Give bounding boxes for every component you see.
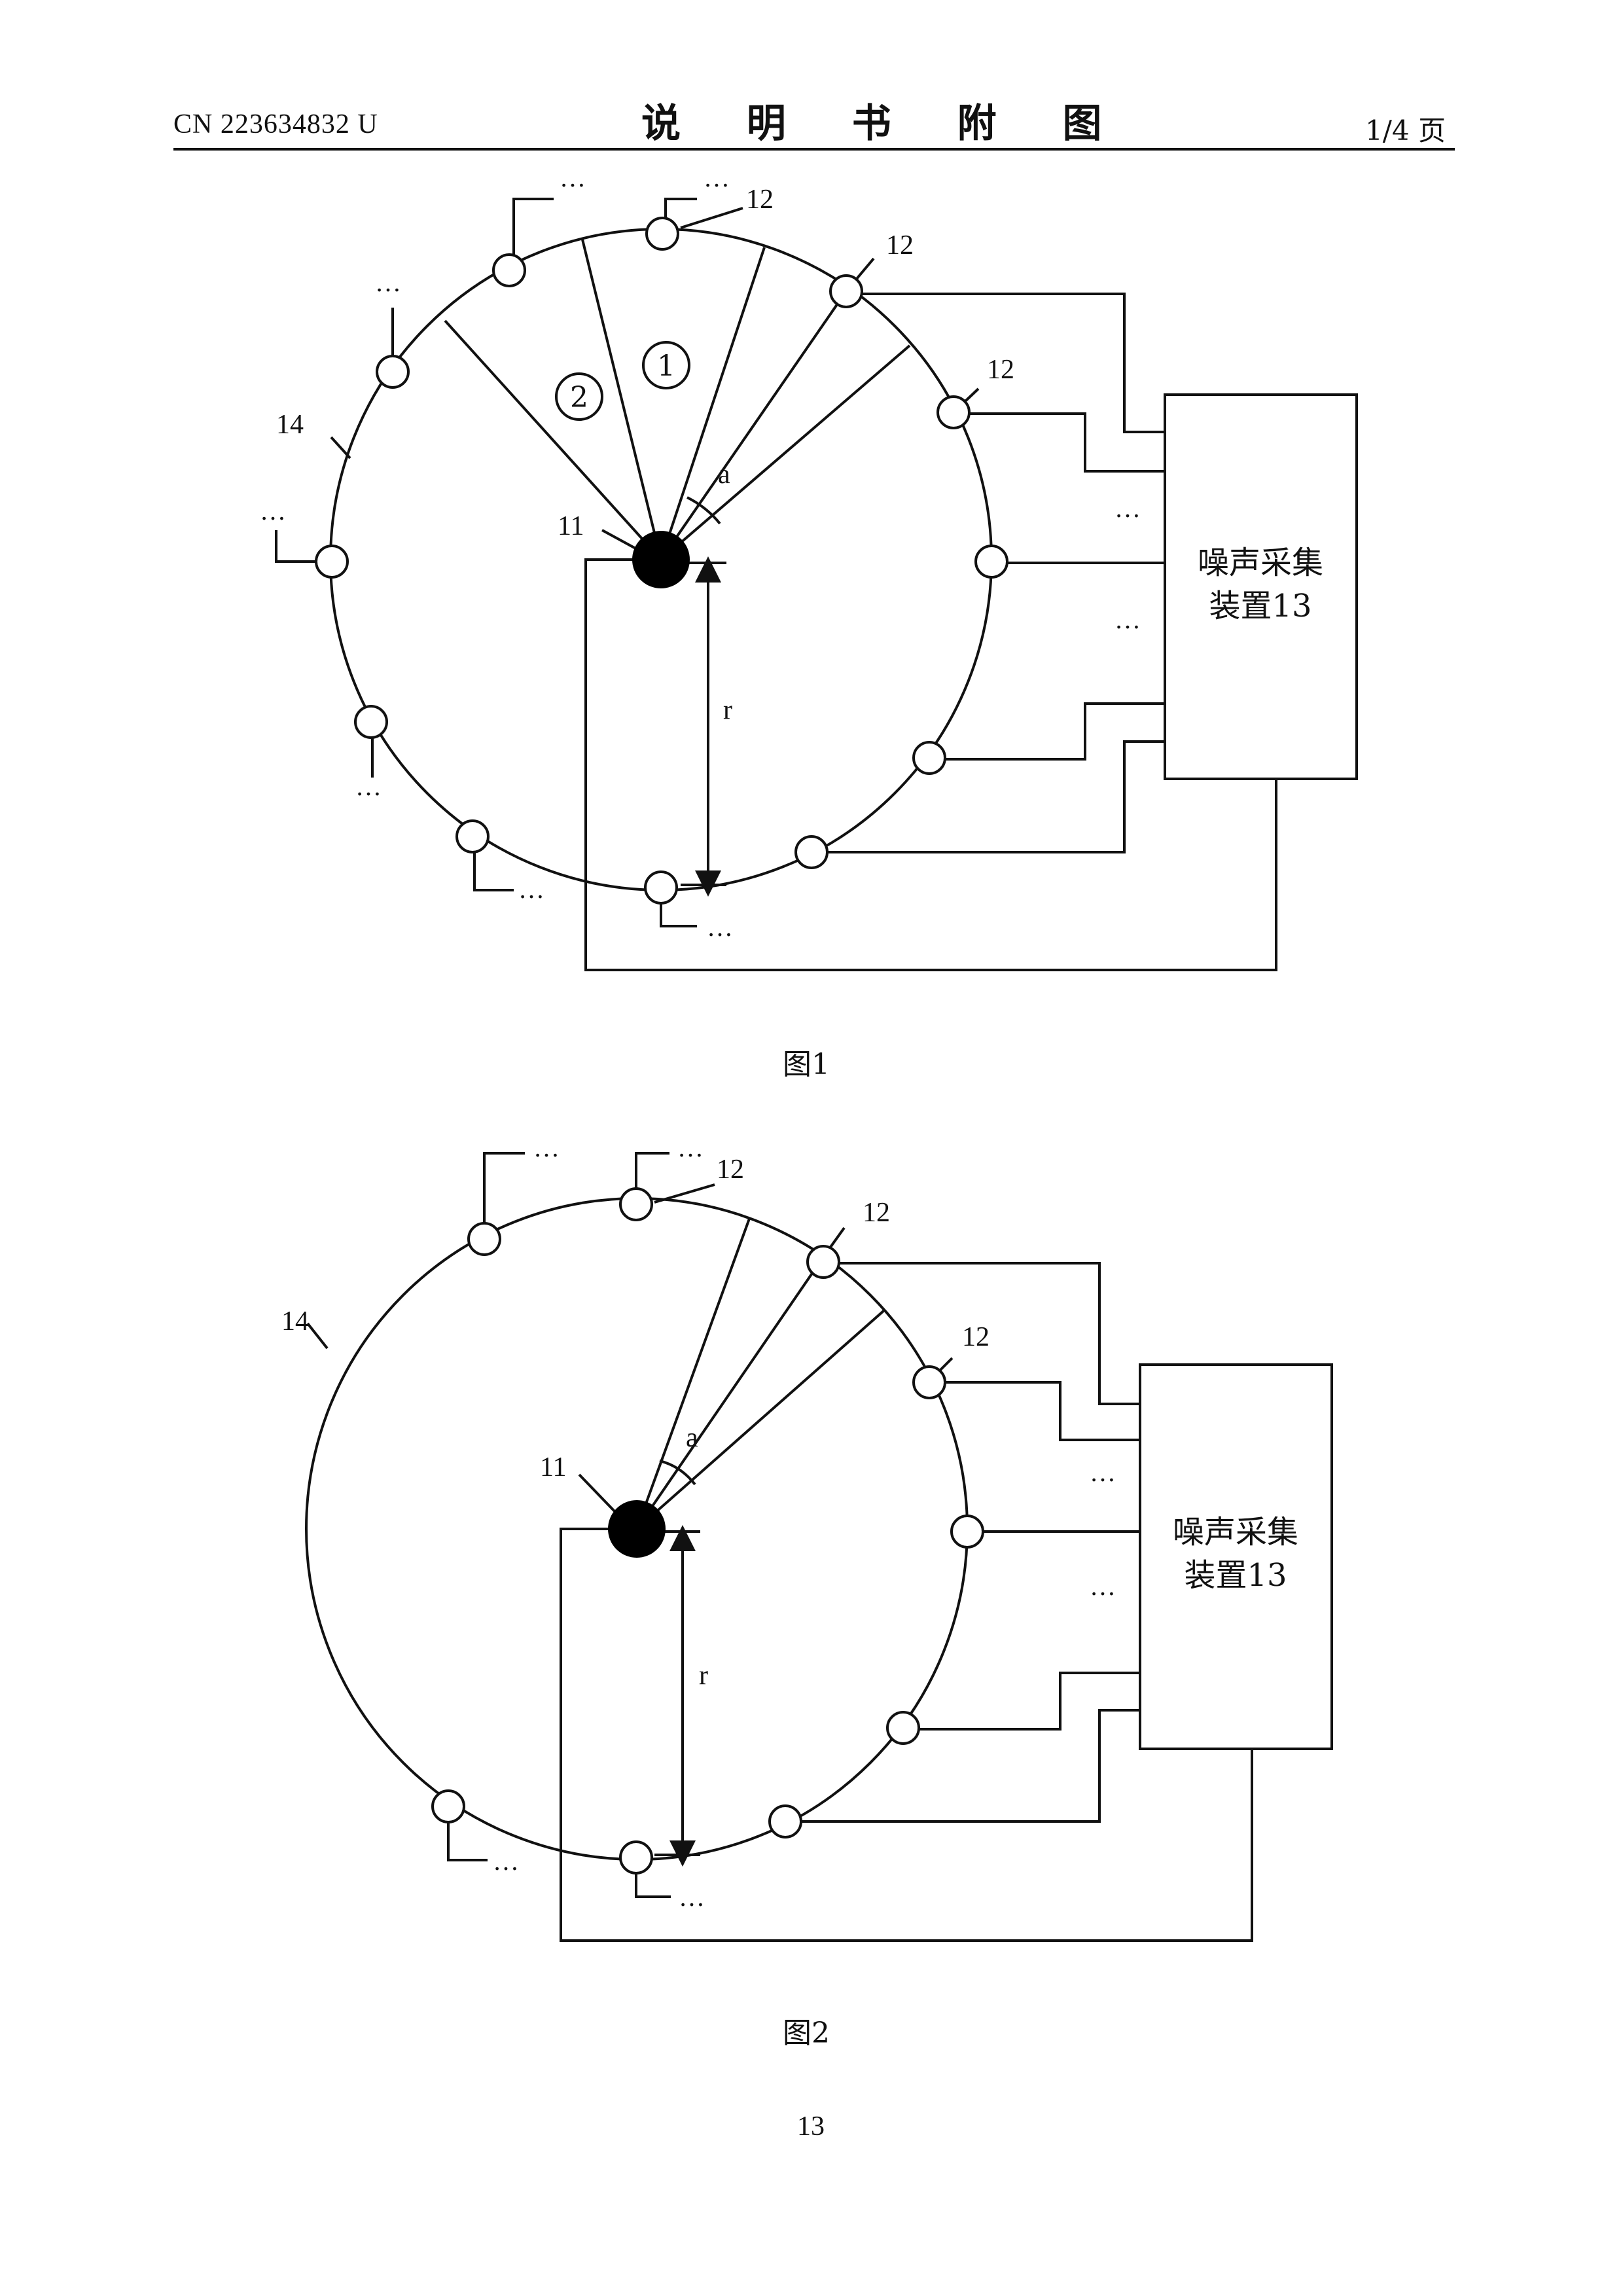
fig1-ellipsis: … [355, 772, 382, 801]
fig2-sensor [808, 1246, 839, 1278]
fig1-sector-2-label: 2 [570, 381, 588, 414]
fig2-sensor [620, 1842, 652, 1873]
fig2-ellipsis: … [679, 1882, 705, 1912]
page-number: 13 [797, 2111, 825, 2142]
fig1-ellipsis: … [518, 874, 544, 904]
fig1-sensor [647, 218, 678, 249]
fig2-radial-lines [637, 1219, 883, 1529]
fig2-device-label-line2: 装置13 [1184, 1557, 1287, 1594]
fig2-radius-label: r [699, 1660, 708, 1691]
fig1-ellipsis: … [1115, 493, 1141, 523]
fig2-ellipsis: … [677, 1133, 704, 1162]
fig1-ring-label: 14 [276, 410, 304, 440]
fig2-sensor-label: 12 [962, 1322, 990, 1352]
fig1-ellipsis: … [560, 163, 586, 192]
fig1-sensor-label: 12 [886, 230, 914, 260]
fig1-ellipsis: … [707, 912, 733, 942]
fig1-ellipsis: … [704, 163, 730, 192]
fig1-sensor [355, 706, 387, 738]
fig1-radius-label: r [723, 695, 732, 725]
fig2-device-label-line1: 噪声采集 [1173, 1514, 1298, 1551]
fig2-sensor [433, 1791, 464, 1822]
fig2-sensors [433, 1189, 983, 1873]
fig1-sensor-stubs [276, 199, 978, 926]
fig1-sensor [316, 546, 348, 577]
fig1-sector-1-label: 1 [657, 350, 675, 383]
fig2-labels: a r 11 14 12 12 12 噪声采集 装置13 … … … … … … [281, 1133, 1298, 1912]
fig1-source-label: 11 [558, 511, 584, 541]
fig1-ellipsis: … [260, 496, 286, 526]
figure-1 [276, 199, 1357, 970]
fig2-sensor [469, 1223, 500, 1255]
fig2-sensor [620, 1189, 652, 1220]
figure-2-caption: 图2 [783, 2009, 830, 2051]
fig1-sensor-label: 12 [987, 355, 1014, 385]
fig1-sensor [976, 546, 1007, 577]
fig2-sensor [887, 1712, 919, 1744]
fig1-ellipsis: … [1115, 605, 1141, 634]
fig1-device-label-line2: 装置13 [1209, 588, 1311, 624]
fig1-sound-source [633, 532, 688, 587]
fig2-sensor-label: 12 [717, 1155, 744, 1185]
fig1-sensor [914, 742, 945, 774]
fig2-sensor [952, 1516, 983, 1547]
fig1-sensor [377, 356, 408, 387]
fig2-sensor [770, 1806, 801, 1837]
fig1-sensor-label: 12 [746, 185, 774, 215]
fig2-angle-label: a [686, 1423, 698, 1453]
fig2-ellipsis: … [533, 1133, 560, 1162]
figure-1-caption: 图1 [783, 1041, 830, 1083]
fig2-sensor-label: 12 [863, 1198, 890, 1228]
fig1-sensor [830, 276, 862, 307]
fig1-sensor [457, 821, 488, 852]
fig1-angle-label: a [718, 459, 730, 490]
fig1-ellipsis: … [375, 268, 401, 297]
fig2-ring-label: 14 [281, 1306, 309, 1336]
fig2-ellipsis: … [1090, 1458, 1116, 1487]
fig2-sensor [914, 1367, 945, 1398]
fig1-device-label-line1: 噪声采集 [1198, 545, 1323, 581]
fig2-source-label: 11 [540, 1452, 566, 1482]
fig2-sound-source [609, 1501, 664, 1556]
fig1-sensor [938, 397, 969, 428]
fig1-angle-arc [687, 497, 720, 524]
fig2-ellipsis: … [1090, 1571, 1116, 1601]
fig2-ellipsis: … [493, 1846, 519, 1876]
fig1-sensor [493, 255, 525, 286]
fig1-sensor [645, 872, 677, 903]
fig1-sensor [796, 836, 827, 868]
fig1-noise-collector-box [1165, 395, 1357, 779]
